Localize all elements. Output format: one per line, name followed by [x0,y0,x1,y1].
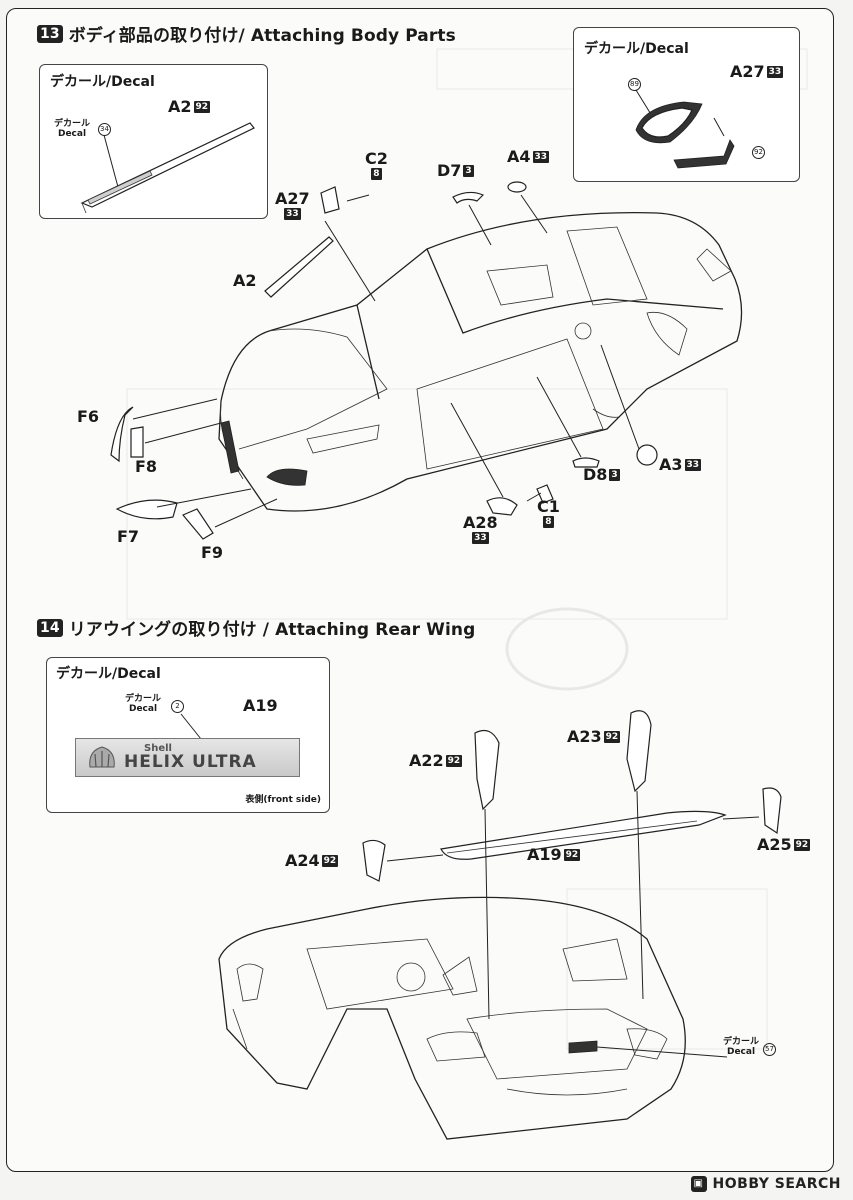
part-code-badge: 33 [284,208,301,220]
instruction-sheet: 13 ボディ部品の取り付け/ Attaching Body Parts デカール… [6,8,834,1172]
hobby-search-watermark: ▣ HOBBY SEARCH [690,1176,841,1192]
hobby-search-logo-icon: ▣ [690,1176,707,1192]
part-code-badge: 92 [445,754,463,767]
part-label-a27-decal: A27 33 [730,62,784,81]
part-id: F7 [117,527,140,546]
part-id: A22 [409,751,444,770]
part-id: A2 [233,271,257,290]
part-label-a2: A2 [233,271,257,290]
part-label-f6: F6 [77,407,99,426]
step-13-car-front-illustration [110,181,743,540]
decal-note-line1: デカール [54,119,91,129]
helix-ultra-word: HELIX ULTRA [124,752,257,772]
part-label-a3: A3 33 [659,455,702,474]
part-label-d8: D8 3 [583,465,620,484]
part-label-d7: D7 3 [437,161,474,180]
part-id: F8 [135,457,158,476]
step-14-heading: 14 リアウイングの取り付け / Attaching Rear Wing [37,615,475,640]
decal-number-2: 2 [171,700,184,713]
decal-number-92: 92 [752,146,765,159]
part-id: A24 [285,851,320,870]
decal-number-57: 57 [763,1043,776,1056]
part-label-a27: A27 33 [275,189,310,220]
part-code-badge: 8 [543,516,554,528]
part-label-a19-decal: A19 [243,696,278,715]
part-code-badge: 33 [532,150,550,163]
part-code-badge: 33 [472,532,489,544]
wiper-decal-illustration [80,122,255,214]
decal-box-a27: デカール/Decal A27 33 89 92 [573,27,800,182]
part-label-c2: C2 8 [365,149,388,180]
decal-note-line2: Decal [57,129,87,139]
part-id: A23 [567,727,602,746]
decal-note-line1: デカール [125,694,162,704]
part-id: A4 [507,147,531,166]
part-label-a2-decal: A2 92 [168,97,211,116]
part-id: A19 [243,696,278,715]
shell-helix-decal-plate: Shell HELIX ULTRA [75,738,300,777]
part-code-badge: 3 [609,468,620,481]
brand-name: HOBBY SEARCH [712,1176,841,1192]
decal-box-a19: デカール/Decal デカール Decal 2 A19 Shell HELIX … [46,657,330,813]
step-13-number: 13 [37,24,63,43]
part-label-a25: A25 92 [757,835,811,854]
decal-note-line2: Decal [128,704,158,714]
step-13-title: ボディ部品の取り付け/ Attaching Body Parts [68,26,456,46]
part-label-a19: A19 92 [527,845,581,864]
decal-note: デカール Decal [125,694,161,714]
part-label-a28: A28 33 [463,513,498,544]
part-id: D8 [583,465,608,484]
part-code-badge: 33 [766,65,784,78]
mirror-decal-illustration [635,89,735,169]
part-id: A25 [757,835,792,854]
part-code-badge: 92 [603,730,621,743]
part-id: A27 [730,62,765,81]
part-label-f7: F7 [117,527,139,546]
decal-box-title: デカール/Decal [50,74,155,90]
part-id: C2 [365,149,388,168]
part-id: A27 [275,189,310,208]
part-id: A2 [168,97,192,116]
part-code-badge: 92 [193,100,211,113]
front-side-note: 表側(front side) [245,795,321,805]
step-14-title: リアウイングの取り付け / Attaching Rear Wing [68,620,476,640]
part-label-f9: F9 [201,543,223,562]
step-14-rear-wing-illustration [218,710,782,1140]
part-code-badge: 92 [563,848,581,861]
part-label-a22: A22 92 [409,751,463,770]
part-label-f8: F8 [135,457,157,476]
part-code-badge: 33 [684,458,702,471]
step-14-number: 14 [37,618,63,637]
decal-number-89: 89 [628,78,641,91]
rear-decal-note-line2: Decal [726,1047,756,1057]
decal-box-a2: デカール/Decal A2 92 デカール Decal 34 [39,64,268,219]
shell-word: Shell [144,743,172,754]
part-id: A28 [463,513,498,532]
decal-box-title: デカール/Decal [56,666,161,682]
shell-logo-icon [89,745,115,767]
part-id: C1 [537,497,560,516]
step-13-heading: 13 ボディ部品の取り付け/ Attaching Body Parts [37,21,456,46]
part-id: A3 [659,455,683,474]
part-code-badge: 3 [463,164,474,177]
part-code-badge: 8 [371,168,382,180]
part-label-a24: A24 92 [285,851,339,870]
rear-decal-note-line1: デカール [723,1037,760,1047]
part-label-c1: C1 8 [537,497,560,528]
part-id: A19 [527,845,562,864]
part-id: F9 [201,543,224,562]
part-id: D7 [437,161,462,180]
decal-box-title: デカール/Decal [584,41,689,57]
decal-note: デカール Decal [54,119,90,139]
rear-decal-note: デカール Decal [723,1037,759,1057]
part-id: F6 [77,407,100,426]
part-label-a23: A23 92 [567,727,621,746]
part-label-a4: A4 33 [507,147,550,166]
part-code-badge: 92 [793,838,811,851]
part-code-badge: 92 [321,854,339,867]
